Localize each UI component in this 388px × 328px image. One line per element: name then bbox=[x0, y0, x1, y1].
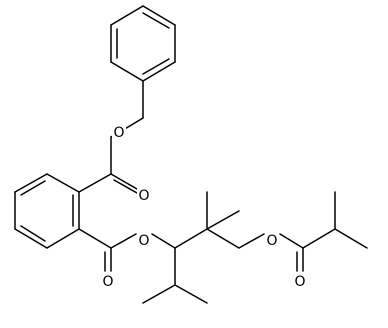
aromatic-double-bond bbox=[142, 58, 170, 75]
aromatic-double-bond bbox=[20, 225, 46, 242]
bond bbox=[238, 233, 265, 249]
atom-label-o: O bbox=[266, 233, 277, 249]
bond bbox=[110, 61, 144, 82]
atom-label-o: O bbox=[113, 125, 124, 141]
bond bbox=[174, 284, 208, 304]
bond bbox=[14, 173, 48, 193]
bond bbox=[206, 210, 240, 230]
bond bbox=[46, 173, 80, 193]
oxygen-atom: O bbox=[101, 274, 115, 290]
bond bbox=[142, 61, 176, 82]
bond bbox=[78, 173, 112, 193]
carbonyl-double-bond bbox=[110, 173, 138, 190]
benzyl-phenyl-ring bbox=[110, 5, 176, 82]
atom-label-o: O bbox=[102, 274, 113, 290]
isobutyrate-ester bbox=[279, 191, 368, 272]
bond bbox=[110, 5, 144, 26]
atom-label-o: O bbox=[138, 233, 149, 249]
bond bbox=[151, 233, 176, 249]
oxygen-atom: O bbox=[265, 233, 279, 249]
alkyl-backbone bbox=[142, 191, 265, 304]
lower-ester-linkage bbox=[78, 228, 176, 272]
aromatic-double-bond bbox=[142, 12, 170, 29]
oxygen-labels: O O O O O O bbox=[101, 125, 307, 290]
oxygen-atom: O bbox=[137, 188, 151, 204]
bond bbox=[279, 233, 304, 249]
aromatic-double-bond bbox=[20, 180, 46, 196]
bond bbox=[302, 228, 336, 249]
bond bbox=[14, 228, 48, 249]
bond bbox=[142, 284, 176, 304]
oxygen-atom: O bbox=[112, 125, 126, 141]
bond bbox=[46, 228, 80, 249]
bond bbox=[110, 233, 137, 249]
atom-label-o: O bbox=[138, 188, 149, 204]
bond bbox=[142, 5, 176, 26]
atom-label-o: O bbox=[294, 274, 305, 290]
bond bbox=[174, 228, 208, 249]
bond bbox=[206, 228, 240, 249]
oxygen-atom: O bbox=[293, 274, 307, 290]
phthalate-ring bbox=[14, 173, 112, 249]
benzyl-ester-linkage bbox=[110, 80, 144, 194]
oxygen-atom: O bbox=[137, 233, 151, 249]
bond bbox=[78, 228, 112, 249]
bond bbox=[334, 228, 368, 249]
carbonyl-double-bond bbox=[113, 179, 138, 194]
